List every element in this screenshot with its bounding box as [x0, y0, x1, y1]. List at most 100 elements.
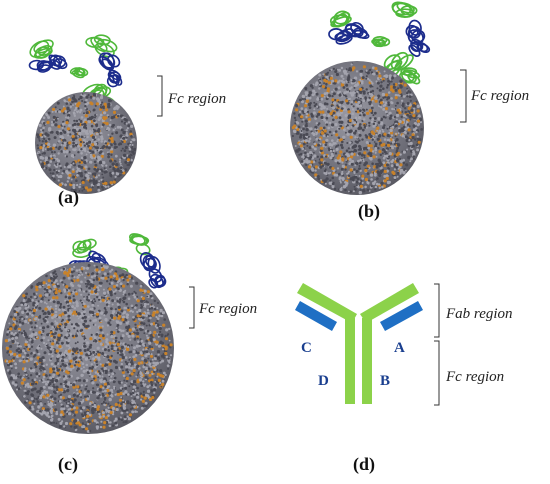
nanoparticle-atom: [123, 149, 127, 153]
nanoparticle-atom: [365, 162, 368, 165]
nanoparticle-atom: [393, 168, 396, 171]
nanoparticle-atom: [59, 395, 63, 399]
nanoparticle-atom: [102, 415, 105, 418]
nanoparticle-atom: [82, 398, 85, 401]
nanoparticle-atom: [157, 335, 160, 338]
nanoparticle-atom-orange: [112, 180, 116, 184]
nanoparticle-atom: [120, 309, 124, 313]
nanoparticle-atom: [72, 301, 75, 304]
nanoparticle-atom: [101, 180, 105, 183]
nanoparticle-atom: [25, 301, 28, 304]
nanoparticle-atom: [304, 149, 307, 152]
nanoparticle-atom: [24, 307, 28, 310]
nanoparticle-atom: [64, 322, 68, 326]
nanoparticle-atom-orange: [96, 407, 100, 411]
nanoparticle-atom: [95, 114, 98, 116]
nanoparticle-atom: [325, 123, 329, 126]
nanoparticle-atom: [111, 406, 116, 411]
nanoparticle-atom: [367, 77, 370, 81]
nanoparticle-atom: [313, 154, 317, 158]
nanoparticle-atom: [335, 145, 338, 148]
nanoparticle-atom: [49, 409, 53, 413]
nanoparticle-atom: [97, 358, 101, 361]
nanoparticle-atom: [131, 401, 135, 404]
nanoparticle-atom: [358, 125, 361, 128]
nanoparticle-atom: [34, 382, 38, 385]
nanoparticle-atom: [95, 265, 99, 269]
nanoparticle-atom: [131, 334, 135, 338]
nanoparticle-atom: [419, 121, 422, 124]
nanoparticle-atom: [317, 143, 320, 147]
nanoparticle-atom: [19, 316, 22, 319]
nanoparticle-atom: [358, 131, 360, 134]
nanoparticle-atom-orange: [18, 353, 22, 358]
nanoparticle-atom: [390, 80, 393, 83]
nanoparticle-atom: [44, 148, 47, 151]
nanoparticle-atom: [80, 171, 83, 175]
nanoparticle-atom: [70, 425, 73, 428]
nanoparticle-atom: [318, 87, 321, 90]
nanoparticle-atom: [122, 296, 126, 301]
nanoparticle-atom: [109, 143, 113, 147]
fab-bracket: [434, 283, 440, 338]
nanoparticle-atom: [330, 152, 334, 156]
nanoparticle-atom: [54, 106, 57, 109]
nanoparticle-atom: [107, 402, 110, 405]
nanoparticle-atom: [72, 357, 77, 361]
nanoparticle-atom: [381, 152, 384, 155]
nanoparticle-atom: [360, 81, 364, 85]
nanoparticle-atom: [85, 341, 90, 345]
nanoparticle-atom-orange: [76, 421, 81, 425]
nanoparticle-atom: [67, 329, 70, 332]
nanoparticle-atom: [146, 311, 150, 315]
nanoparticle-atom: [307, 160, 311, 164]
nanoparticle-atom-orange: [71, 134, 75, 139]
nanoparticle-atom: [119, 125, 122, 129]
nanoparticle-atom: [324, 182, 327, 185]
nanoparticle-atom: [375, 80, 378, 83]
nanoparticle-atom: [315, 122, 318, 125]
nanoparticle-atom: [415, 100, 418, 103]
nanoparticle-atom-orange: [95, 312, 99, 316]
nanoparticle-atom: [157, 353, 160, 356]
nanoparticle-atom: [101, 274, 105, 278]
nanoparticle-atom: [121, 387, 124, 390]
nanoparticle-atom: [389, 127, 392, 129]
nanoparticle-atom: [41, 296, 44, 299]
nanoparticle-atom: [326, 135, 329, 138]
nanoparticle-atom: [361, 181, 364, 184]
nanoparticle-atom: [73, 122, 77, 126]
nanoparticle-atom: [103, 265, 108, 269]
nanoparticle-atom: [81, 301, 84, 304]
nanoparticle-atom: [120, 381, 123, 384]
nanoparticle-atom: [405, 123, 408, 126]
nanoparticle-atom: [58, 308, 61, 312]
nanoparticle-atom-orange: [169, 343, 173, 347]
nanoparticle-atom-orange: [57, 125, 61, 129]
nanoparticle-atom: [98, 170, 102, 173]
nanoparticle-atom: [319, 138, 322, 141]
nanoparticle-atom-orange: [321, 131, 325, 135]
nanoparticle-atom: [417, 122, 421, 126]
nanoparticle-atom: [110, 278, 113, 281]
nanoparticle-atom: [116, 296, 118, 299]
nanoparticle-atom: [75, 170, 79, 173]
nanoparticle-atom: [124, 168, 127, 172]
nanoparticle-atom-orange: [161, 382, 165, 386]
nanoparticle-atom: [100, 320, 103, 323]
nanoparticle-atom: [74, 136, 78, 140]
nanoparticle-atom: [314, 83, 318, 87]
nanoparticle-atom: [153, 365, 156, 368]
nanoparticle-atom: [342, 179, 345, 182]
nanoparticle-atom: [316, 175, 320, 178]
nanoparticle-atom: [97, 158, 101, 161]
nanoparticle-atom: [104, 310, 108, 314]
nanoparticle-atom: [380, 77, 382, 80]
nanoparticle-atom: [75, 119, 79, 123]
nanoparticle-atom: [390, 97, 393, 100]
nanoparticle-atom: [382, 161, 386, 165]
nanoparticle-atom-orange: [335, 133, 339, 137]
nanoparticle-atom: [300, 160, 304, 163]
nanoparticle-atom: [354, 116, 358, 119]
nanoparticle-atom: [334, 87, 338, 91]
